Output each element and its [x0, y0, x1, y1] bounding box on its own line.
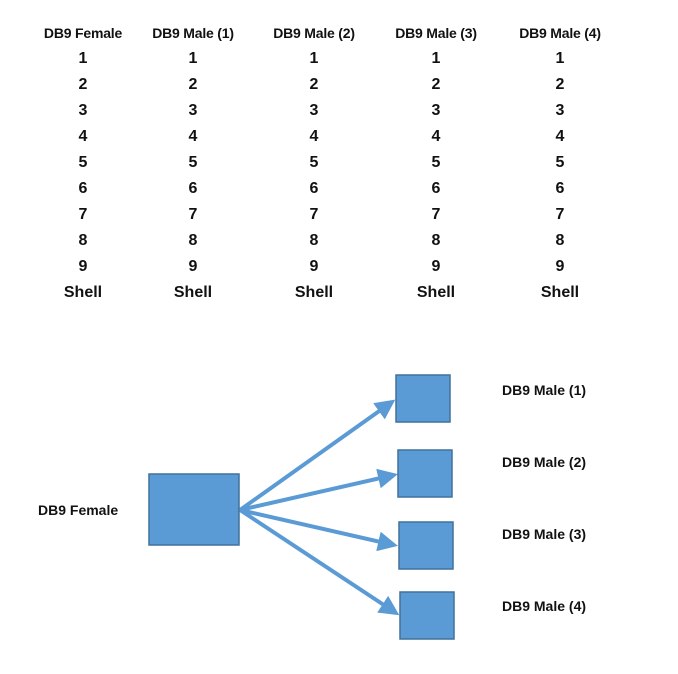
- pinout-column-db9-male-4: DB9 Male (4) 1 2 3 4 5 6 7 8 9 Shell: [500, 22, 620, 306]
- db9-male-1-box: [395, 374, 451, 423]
- pin-cell: 1: [555, 50, 565, 67]
- pin-cell: 2: [188, 76, 198, 93]
- arrow-to-male-3: [239, 508, 398, 552]
- pin-cell: 1: [78, 50, 88, 67]
- pin-cell: 7: [188, 206, 198, 223]
- pin-cell: 8: [309, 232, 319, 249]
- pinout-column-db9-male-3: DB9 Male (3) 1 2 3 4 5 6 7 8 9 Shell: [376, 22, 496, 306]
- arrow-to-male-4: [238, 508, 400, 616]
- pinout-table: DB9 Female 1 2 3 4 5 6 7 8 9 Shell DB9 M…: [0, 0, 678, 310]
- db9-male-3-box: [398, 521, 454, 570]
- pin-cell: 5: [309, 154, 319, 171]
- pin-cell: Shell: [63, 284, 103, 301]
- pin-cell: 3: [555, 102, 565, 119]
- pin-cell: Shell: [540, 284, 580, 301]
- pin-cell: Shell: [416, 284, 456, 301]
- pin-cell: 4: [431, 128, 441, 145]
- column-header: DB9 Female: [43, 25, 123, 41]
- db9-male-1-label: DB9 Male (1): [502, 382, 587, 398]
- column-header: DB9 Male (2): [273, 25, 355, 41]
- pin-cell: 5: [78, 154, 88, 171]
- pin-cell: 9: [78, 258, 88, 275]
- db9-male-3-label: DB9 Male (3): [502, 526, 587, 542]
- pin-cell: 1: [431, 50, 441, 67]
- column-header: DB9 Male (1): [152, 25, 234, 41]
- pinout-column-db9-male-1: DB9 Male (1) 1 2 3 4 5 6 7 8 9 Shell: [133, 22, 253, 306]
- pin-cell: 9: [188, 258, 198, 275]
- pin-cell: 6: [431, 180, 441, 197]
- pin-cell: 6: [78, 180, 88, 197]
- pin-cell: 5: [188, 154, 198, 171]
- pin-cell: 2: [431, 76, 441, 93]
- pin-cell: 2: [78, 76, 88, 93]
- pin-cell: 2: [555, 76, 565, 93]
- pin-cell: 8: [555, 232, 565, 249]
- pin-cell: Shell: [294, 284, 334, 301]
- pin-cell: 7: [78, 206, 88, 223]
- column-header: DB9 Male (3): [395, 25, 477, 41]
- pin-cell: 5: [555, 154, 565, 171]
- pin-cell: 6: [188, 180, 198, 197]
- arrow-to-male-1: [238, 399, 396, 512]
- db9-male-4-box: [399, 591, 455, 640]
- pin-cell: 6: [309, 180, 319, 197]
- pin-cell: 1: [188, 50, 198, 67]
- arrow-to-male-2: [239, 468, 398, 512]
- column-header: DB9 Male (4): [519, 25, 601, 41]
- pinout-column-db9-male-2: DB9 Male (2) 1 2 3 4 5 6 7 8 9 Shell: [254, 22, 374, 306]
- pin-cell: 6: [555, 180, 565, 197]
- db9-male-4-label: DB9 Male (4): [502, 598, 587, 614]
- db9-female-box: [148, 473, 240, 546]
- db9-female-label: DB9 Female: [38, 502, 119, 518]
- pin-cell: 7: [555, 206, 565, 223]
- pinout-column-db9-female: DB9 Female 1 2 3 4 5 6 7 8 9 Shell: [23, 22, 143, 306]
- pin-cell: 1: [309, 50, 319, 67]
- db9-male-2-box: [397, 449, 453, 498]
- db9-male-2-label: DB9 Male (2): [502, 454, 587, 470]
- pin-cell: 4: [555, 128, 565, 145]
- pin-cell: 9: [309, 258, 319, 275]
- pin-cell: 3: [309, 102, 319, 119]
- pin-cell: 8: [431, 232, 441, 249]
- pin-cell: 4: [78, 128, 88, 145]
- pin-cell: 3: [188, 102, 198, 119]
- pin-cell: 3: [431, 102, 441, 119]
- pin-cell: 4: [309, 128, 319, 145]
- pin-cell: 8: [78, 232, 88, 249]
- pin-cell: 4: [188, 128, 198, 145]
- pin-cell: 8: [188, 232, 198, 249]
- pin-cell: 9: [431, 258, 441, 275]
- pin-cell: 2: [309, 76, 319, 93]
- pin-cell: 7: [309, 206, 319, 223]
- pin-cell: 7: [431, 206, 441, 223]
- pin-cell: 5: [431, 154, 441, 171]
- pin-cell: 3: [78, 102, 88, 119]
- pin-cell: Shell: [173, 284, 213, 301]
- pin-cell: 9: [555, 258, 565, 275]
